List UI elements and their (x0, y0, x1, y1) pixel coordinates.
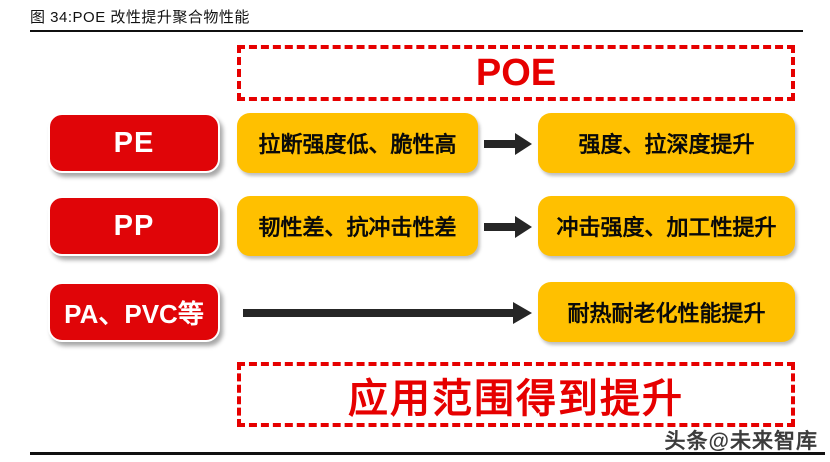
problem-label: 韧性差、抗冲击性差 (258, 215, 457, 240)
diagram-row-pp: PP 韧性差、抗冲击性差 冲击强度、加工性提升 (0, 196, 830, 256)
problem-label: 拉断强度低、脆性高 (258, 132, 457, 157)
right-arrow-icon (484, 133, 532, 155)
material-label: PP (113, 209, 155, 242)
problem-box-pp: 韧性差、抗冲击性差 (237, 196, 478, 256)
material-box-pa-pvc: PA、PVC等 (48, 282, 220, 342)
improvement-label: 耐热耐老化性能提升 (567, 301, 766, 326)
diagram-row-pa-pvc: PA、PVC等 耐热耐老化性能提升 (0, 282, 830, 342)
improvement-label: 冲击强度、加工性提升 (556, 215, 777, 240)
problem-box-pe: 拉断强度低、脆性高 (237, 113, 478, 173)
footer-divider (30, 452, 825, 455)
improvement-label: 强度、拉深度提升 (578, 132, 755, 157)
material-box-pe: PE (48, 113, 220, 173)
poe-header-box: POE (237, 45, 795, 101)
figure-title: 图 34:POE 改性提升聚合物性能 (30, 9, 250, 26)
improvement-box-pe: 强度、拉深度提升 (538, 113, 795, 173)
material-label: PE (113, 126, 155, 159)
diagram-row-pe: PE 拉断强度低、脆性高 强度、拉深度提升 (0, 113, 830, 173)
material-label: PA、PVC等 (64, 298, 204, 329)
right-arrow-icon (484, 216, 532, 238)
title-divider (30, 30, 803, 32)
improvement-box-pp: 冲击强度、加工性提升 (538, 196, 795, 256)
watermark: 头条@未来智库 (664, 430, 818, 453)
conclusion-label: 应用范围得到提升 (348, 376, 684, 421)
poe-label: POE (475, 51, 557, 94)
conclusion-box: 应用范围得到提升 (237, 362, 795, 427)
right-arrow-icon (243, 302, 532, 324)
material-box-pp: PP (48, 196, 220, 256)
improvement-box-pa-pvc: 耐热耐老化性能提升 (538, 282, 795, 342)
